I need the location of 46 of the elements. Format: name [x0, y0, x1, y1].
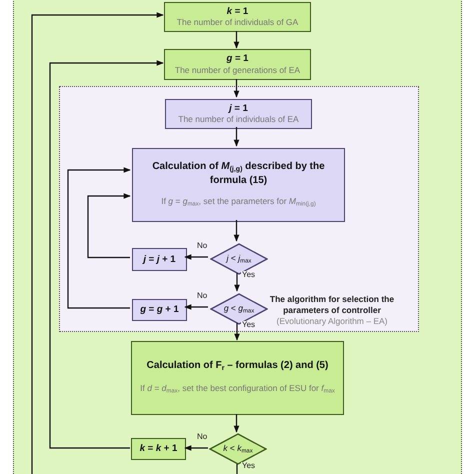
step-title: j = j + 1 [143, 254, 176, 266]
process-box [164, 49, 311, 80]
step-title: k = k + 1 [140, 443, 178, 455]
process-box [132, 299, 187, 321]
arrow [234, 273, 240, 292]
process-box [131, 341, 344, 415]
arrow [67, 167, 131, 309]
edge-label: No [196, 433, 208, 442]
dashed-region-frame [59, 86, 419, 332]
step-note: The number of individuals of EA [178, 114, 299, 125]
process-box [165, 99, 312, 129]
arrow [87, 193, 131, 258]
process-box [132, 248, 187, 271]
condition-text: j < j$_{max}$ [226, 252, 252, 266]
arrow [31, 12, 164, 474]
arrow [234, 220, 240, 242]
step-title: j = 1 [229, 102, 248, 114]
process-box [164, 2, 311, 32]
arrow [234, 31, 240, 49]
step-title: k = 1 [226, 6, 248, 18]
dashed-region-frame [13, 0, 462, 474]
step-note: The number of generations of EA [174, 64, 300, 76]
step-note: If g = g$_{max}$, set the parameters for M$_{min(j,g)}$ [160, 196, 317, 209]
process-box [132, 148, 345, 222]
step-title: Calculation of F$_{r}$ – formulas (2) and (5) [146, 360, 330, 374]
step-note: The number of individuals of GA [176, 17, 298, 28]
arrow [234, 127, 240, 147]
edge-label: Yes [241, 462, 256, 471]
arrow [234, 414, 240, 433]
arrow [234, 323, 240, 341]
arrow [49, 60, 164, 449]
process-box [131, 438, 186, 460]
condition-text: k < k$_{max}$ [223, 442, 253, 456]
edge-label: Yes [241, 321, 256, 330]
condition-text: g < g$_{max}$ [224, 302, 254, 316]
step-title: g = g + 1 [140, 304, 179, 316]
edge-label: No [196, 242, 208, 251]
edge-label: No [196, 292, 208, 301]
step-title: Calculation of M$_{(j,g)}$ described by the formula (15) [151, 161, 326, 187]
arrow [184, 254, 208, 260]
edge-label: Yes [241, 271, 256, 280]
step-title: g = 1 [226, 53, 248, 65]
arrow [184, 304, 208, 310]
step-note: If d = d$_{max}$, set the best configuration of ESU for f$_{max}$ [139, 382, 336, 396]
arrow [184, 445, 208, 451]
arrow [234, 79, 240, 98]
